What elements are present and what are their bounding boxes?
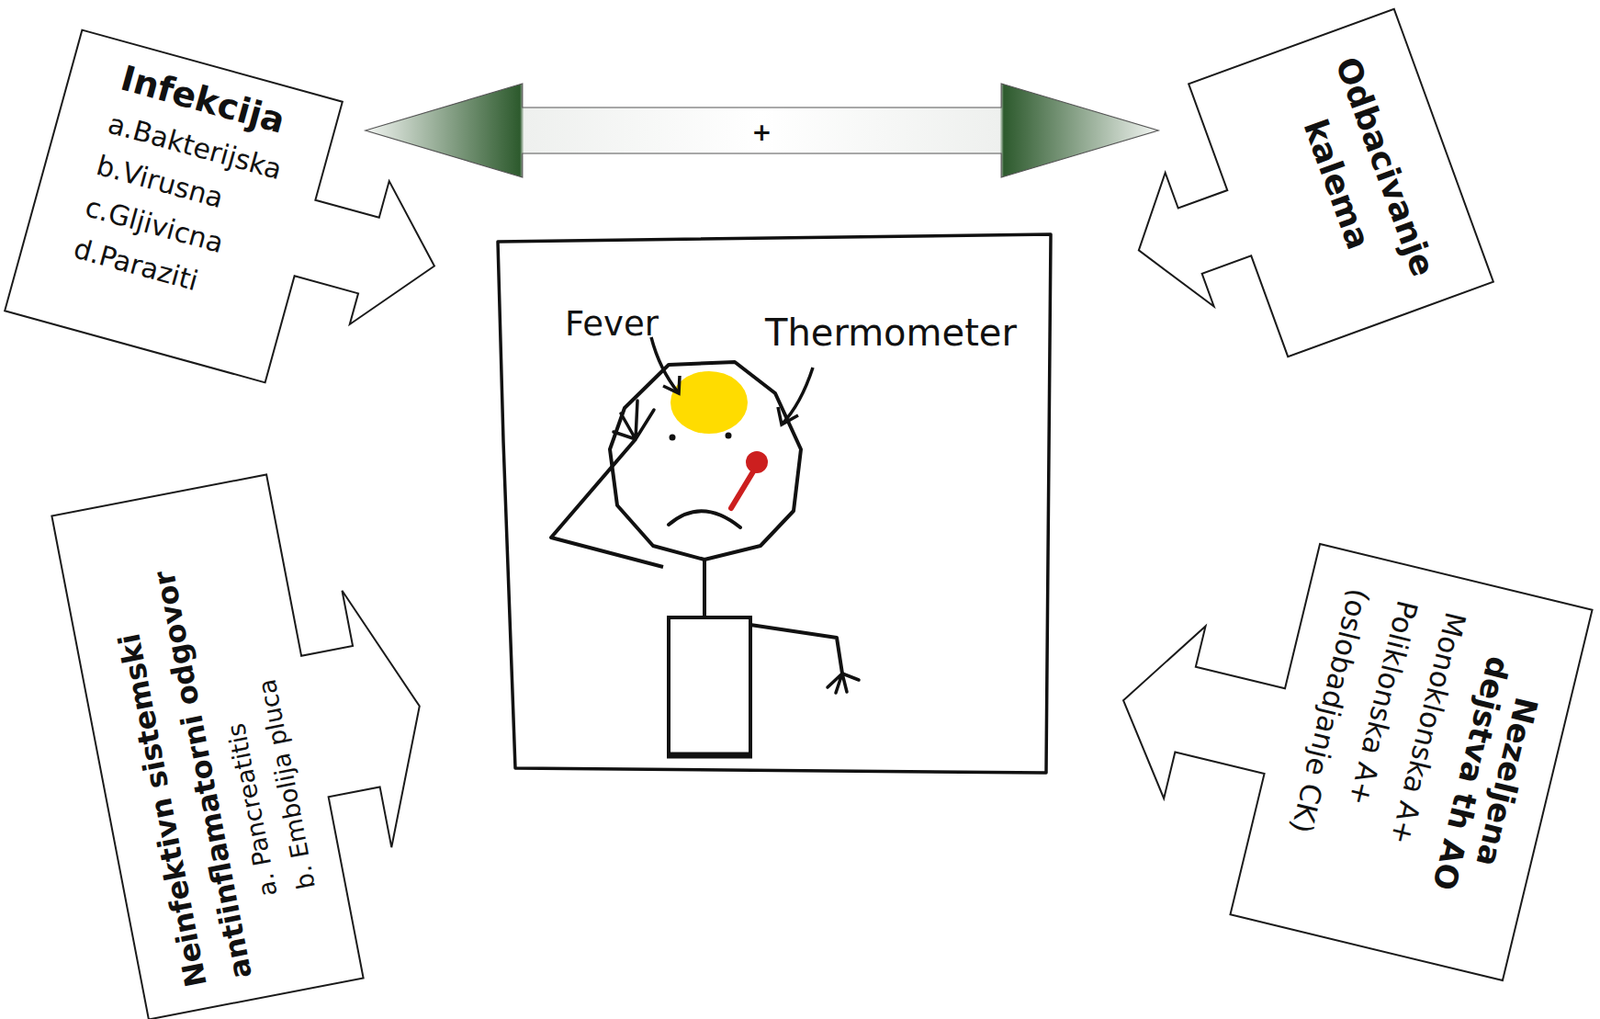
picture-frame [497, 234, 1051, 773]
illustration-label: Thermometer [765, 310, 1017, 355]
body-base [666, 752, 753, 759]
fever-spot [670, 371, 748, 434]
frown [668, 510, 741, 528]
leader-arrowhead [663, 375, 680, 394]
callout-box: Nezeljena dejstva th AOMonoklonska A+Pol… [1229, 542, 1592, 980]
illustration-label: Fever [564, 304, 659, 345]
hanging-arm [750, 624, 843, 674]
leader-arrowhead [777, 406, 799, 425]
callout-shape [51, 454, 468, 1019]
callout-shape [1091, 9, 1494, 393]
callout-shape [1080, 507, 1592, 981]
eye [725, 432, 733, 440]
neck [702, 559, 707, 618]
callout-box: Odbacivanje kalema [1188, 9, 1494, 357]
raised-arm [551, 439, 664, 567]
eye [669, 434, 677, 441]
body [668, 617, 751, 755]
thermometer-stem [731, 468, 755, 508]
callout-box: Infekcijaa.Bakterijskab.Virusnac.Gljivic… [4, 29, 343, 383]
double-block-arrow [365, 83, 1159, 178]
hand-fingers [613, 400, 654, 440]
edge-label: + [752, 118, 773, 147]
hand-fingers [827, 673, 859, 693]
leader-line [651, 337, 679, 394]
thermometer-bulb [745, 450, 768, 474]
callout-box: Neinfektivn sistemski antiinflamatorni o… [51, 474, 363, 1019]
head-outline [609, 361, 801, 560]
callout-shape [4, 29, 470, 417]
